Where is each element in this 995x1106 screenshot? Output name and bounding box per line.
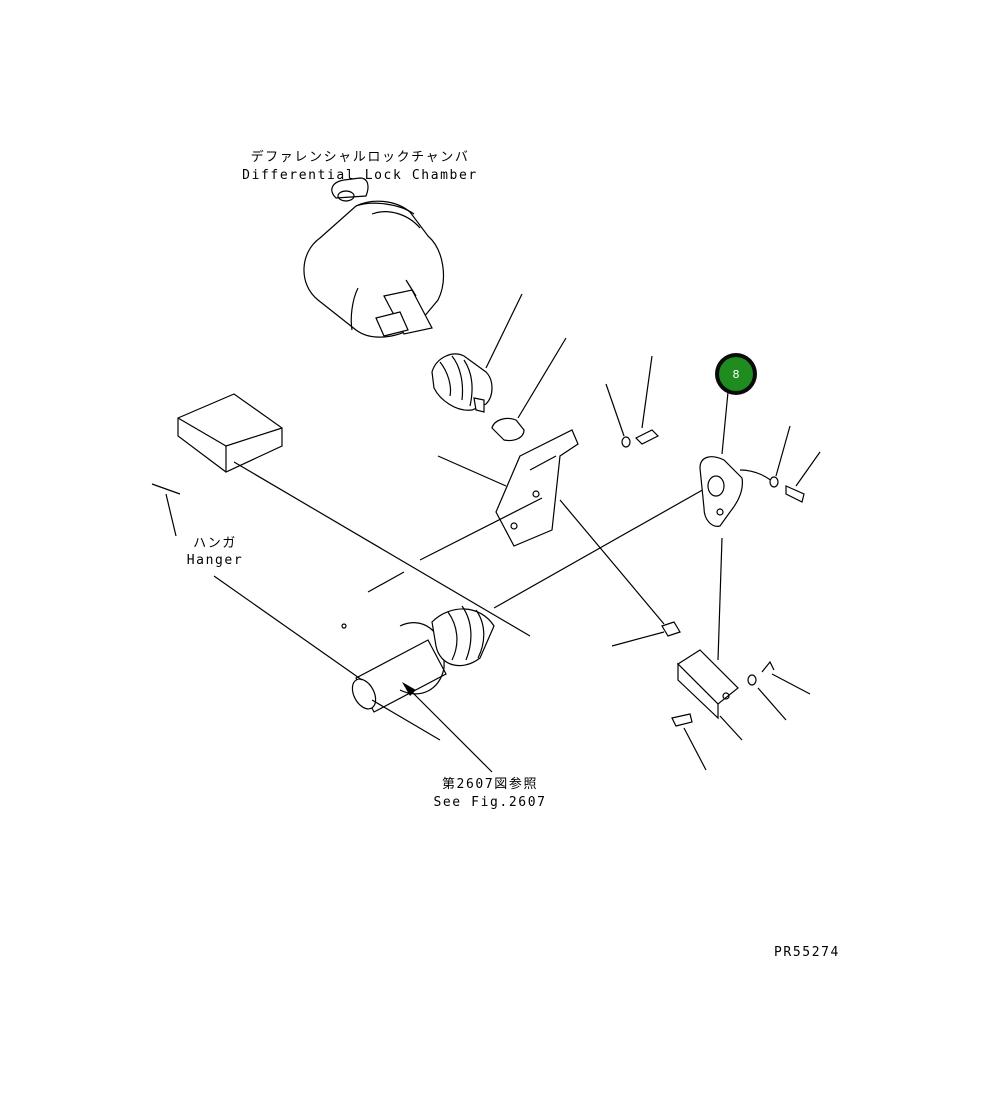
hanger-leader-2: [213, 575, 363, 681]
washer-pin[interactable]: [747, 660, 811, 721]
coupling-block[interactable]: [677, 649, 743, 741]
hanger-label-jp: ハンガ: [193, 536, 237, 551]
differential-lock-chamber[interactable]: [303, 177, 445, 338]
see-fig-arrow: [402, 682, 493, 773]
shaft[interactable]: [341, 487, 707, 713]
see-fig-label-jp: 第2607図参照: [441, 777, 539, 792]
callout-8-button[interactable]: 8: [715, 353, 757, 395]
hanger-leader: [165, 493, 177, 537]
bolt-washer-2[interactable]: [769, 425, 821, 503]
see-fig-label-en: See Fig.2607: [433, 795, 547, 810]
shaft-leader: [371, 699, 441, 741]
drawing-number: PR55274: [774, 945, 840, 960]
bracket[interactable]: [437, 429, 579, 547]
lever-arm[interactable]: [699, 391, 775, 661]
nut-lower[interactable]: [559, 499, 681, 647]
bolt-washer-1[interactable]: [605, 355, 660, 448]
callout-number: 8: [719, 357, 753, 391]
hanger-block[interactable]: [151, 393, 531, 637]
chamber-label-en: Differential Lock Chamber: [242, 168, 478, 183]
chamber-label-jp: デファレンシャルロックチャンバ: [250, 150, 470, 165]
rubber-boot[interactable]: [431, 293, 523, 413]
hanger-label-en: Hanger: [186, 553, 244, 568]
small-nut[interactable]: [491, 337, 567, 442]
bolt-lower[interactable]: [671, 713, 707, 771]
